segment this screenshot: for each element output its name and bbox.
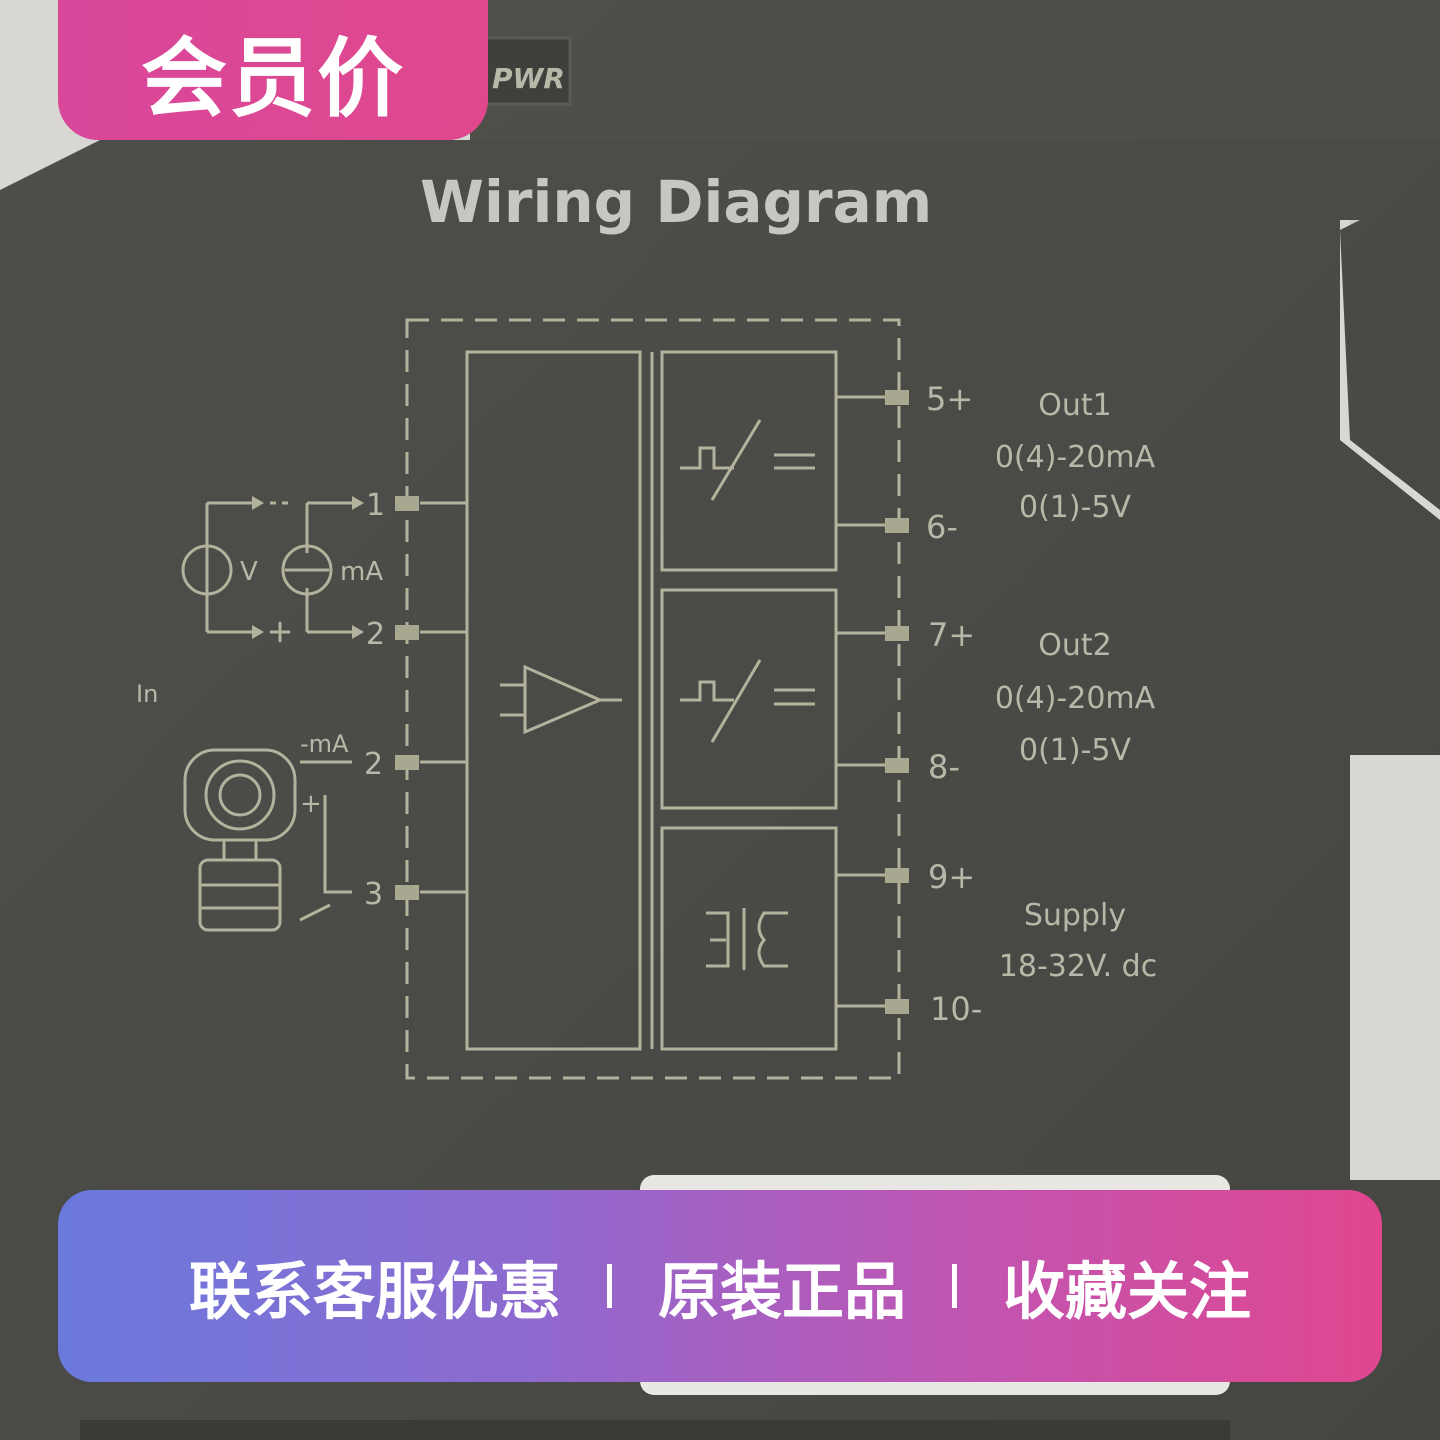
member-price-badge: 会员价 bbox=[58, 0, 488, 140]
terminal-3: 3 bbox=[364, 877, 383, 912]
promo-genuine: 原装正品 bbox=[657, 1255, 906, 1328]
transformer-symbol bbox=[706, 908, 788, 970]
wiring-diagram bbox=[181, 318, 901, 1080]
out1-current: 0(4)-20mA bbox=[995, 440, 1156, 475]
diagram-title: Wiring Diagram bbox=[420, 168, 932, 236]
terminal-9: 9+ bbox=[928, 858, 975, 896]
top-band bbox=[470, 0, 1440, 140]
promo-separator bbox=[606, 1264, 612, 1308]
promo-follow: 收藏关注 bbox=[1003, 1255, 1252, 1328]
terminal-2b: 2 bbox=[364, 747, 383, 782]
out2-name: Out2 bbox=[1038, 628, 1111, 663]
terminal-6: 6- bbox=[926, 508, 958, 546]
out1-name: Out1 bbox=[1038, 388, 1111, 423]
input-label: In bbox=[136, 680, 158, 708]
promo-banner: 联系客服优惠 原装正品 收藏关注 bbox=[58, 1190, 1382, 1382]
terminal-7: 7+ bbox=[928, 616, 975, 654]
transmitter-plus-label: + bbox=[300, 789, 322, 819]
transmitter-wires bbox=[299, 760, 352, 922]
terminal-10: 10- bbox=[930, 990, 982, 1028]
terminal-pads bbox=[395, 390, 909, 1014]
amplifier-symbol bbox=[500, 664, 622, 735]
enclosure-outline bbox=[405, 318, 901, 1080]
terminal-2a: 2 bbox=[366, 617, 385, 652]
brand-mark: PWR bbox=[492, 62, 565, 95]
converter2-symbol bbox=[680, 659, 815, 743]
source-wires bbox=[205, 501, 352, 634]
converter1-symbol bbox=[680, 419, 815, 501]
transmitter-icon bbox=[183, 748, 297, 932]
supply-range: 18-32V. dc bbox=[999, 949, 1157, 984]
source-v-label: V bbox=[240, 557, 258, 587]
member-price-label: 会员价 bbox=[141, 28, 405, 129]
current-source-icon bbox=[281, 544, 333, 596]
transmitter-ma-label: -mA bbox=[300, 730, 349, 758]
out1-voltage: 0(1)-5V bbox=[1019, 490, 1131, 525]
bottom-edge bbox=[80, 1420, 1230, 1440]
source-arrows bbox=[252, 496, 364, 639]
terminal-1: 1 bbox=[366, 488, 385, 523]
out2-voltage: 0(1)-5V bbox=[1019, 733, 1131, 768]
terminal-8: 8- bbox=[928, 748, 960, 786]
voltage-source-icon bbox=[181, 544, 233, 596]
source-ma-label: mA bbox=[340, 557, 383, 587]
out2-block bbox=[660, 588, 838, 810]
supply-name: Supply bbox=[1024, 898, 1126, 933]
input-block bbox=[465, 350, 642, 1051]
terminal-5: 5+ bbox=[926, 380, 973, 418]
out2-current: 0(4)-20mA bbox=[995, 681, 1156, 716]
promo-separator bbox=[952, 1264, 957, 1308]
promo-contact-service: 联系客服优惠 bbox=[188, 1255, 561, 1328]
out1-block bbox=[660, 350, 838, 572]
supply-block bbox=[660, 826, 838, 1051]
